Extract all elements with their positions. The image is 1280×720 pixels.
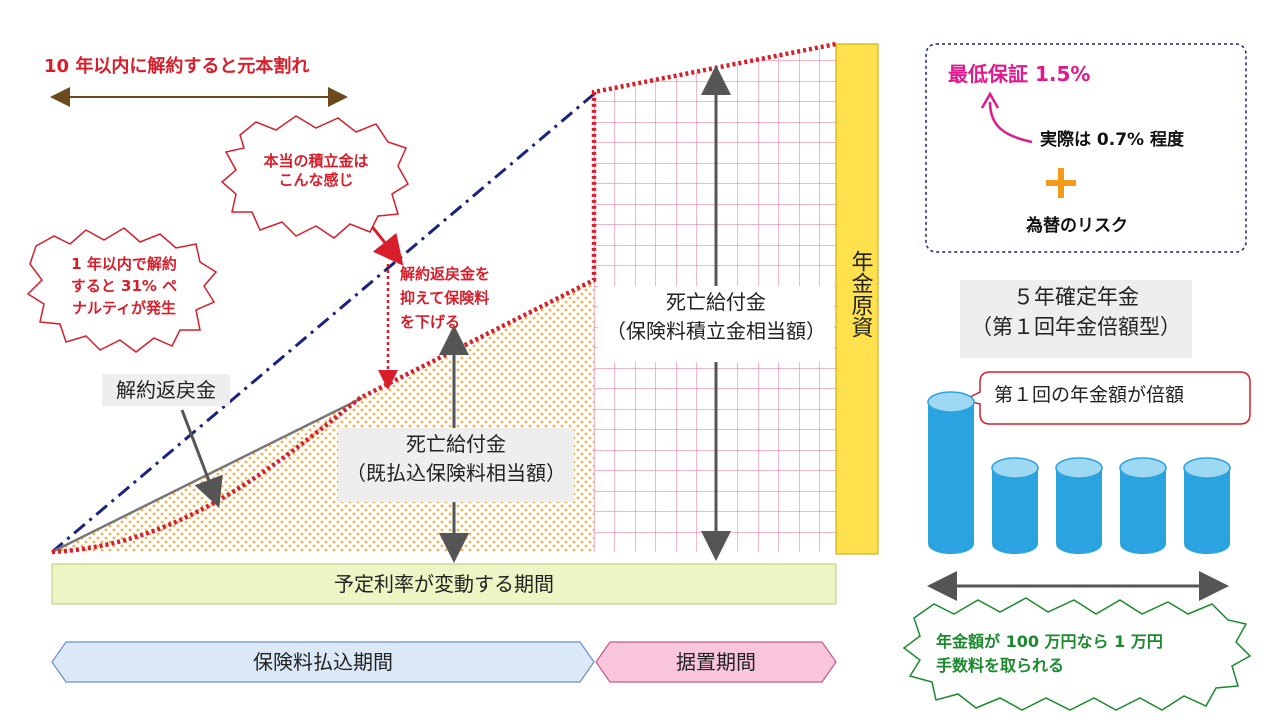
ten-year-note: 10 年以内に解約すると元本割れ bbox=[44, 56, 310, 77]
guarantee-curve-arrow bbox=[988, 101, 1033, 144]
deferment-period-bar bbox=[595, 641, 837, 683]
annuity-cylinder-2 bbox=[991, 457, 1039, 554]
first-annuity-cylinder bbox=[927, 391, 975, 554]
death-benefit-accum-label: 死亡給付金 （保険料積立金相当額） bbox=[598, 286, 834, 362]
penalty-bubble bbox=[26, 227, 218, 353]
actual-value-line bbox=[51, 41, 837, 555]
actual-rate-text: 実際は 0.7% 程度 bbox=[1040, 130, 1184, 150]
suppress-note: 解約返戻金を 抑えて保険料 を下げる bbox=[400, 262, 490, 334]
true-savings-bubble-text: 本当の積立金は こんな感じ bbox=[246, 152, 386, 190]
guarantee-box bbox=[925, 43, 1247, 253]
true-savings-bubble bbox=[220, 115, 410, 239]
pension-fund-label: 年金原資 bbox=[847, 250, 873, 338]
fee-note-bubble bbox=[902, 597, 1252, 711]
annuity-title-line-2: （第１回年金倍額型） bbox=[971, 315, 1181, 340]
double-payment-callout-text: 第１回の年金額が倍額 bbox=[994, 384, 1185, 406]
death-benefit-paid-title: 死亡給付金 bbox=[406, 432, 506, 456]
suppress-line-3: を下げる bbox=[400, 313, 461, 331]
min-guarantee-text: 最低保証 1.5% bbox=[948, 62, 1091, 86]
annuity-cylinder-5 bbox=[1183, 457, 1231, 554]
annuity-title: ５年確定年金 （第１回年金倍額型） bbox=[960, 280, 1192, 358]
penalty-line-2: すると 31% ペ bbox=[70, 276, 178, 295]
variable-rate-label: 予定利率が変動する期間 bbox=[334, 572, 554, 596]
death-benefit-accum-sub: （保険料積立金相当額） bbox=[606, 319, 826, 343]
double-payment-callout bbox=[961, 371, 1251, 425]
deferment-period-label: 据置期間 bbox=[676, 650, 756, 674]
premium-period-label: 保険料払込期間 bbox=[253, 650, 393, 674]
variable-rate-bar bbox=[51, 563, 837, 605]
surrender-pointer-arrow bbox=[180, 409, 223, 509]
pension-fund-bar bbox=[835, 43, 879, 555]
fx-risk-text: 為替のリスク bbox=[1026, 216, 1128, 236]
plus-icon bbox=[1046, 168, 1076, 198]
death-benefit-paid-label: 死亡給付金 （既払込保険料相当額） bbox=[338, 428, 574, 502]
death-benefit-paid-sub: （既払込保険料相当額） bbox=[346, 461, 566, 485]
true-savings-line-1: 本当の積立金は bbox=[263, 152, 369, 170]
annuity-cylinder-3 bbox=[1055, 457, 1103, 554]
death-benefit-accum-title: 死亡給付金 bbox=[666, 290, 766, 314]
fee-note-line-2: 手数料を取られる bbox=[936, 656, 1065, 675]
true-savings-line bbox=[51, 92, 595, 554]
fee-note-text: 年金額が 100 万円なら 1 万円 手数料を取られる bbox=[936, 630, 1163, 678]
premium-period-bar bbox=[51, 641, 595, 683]
penalty-bubble-text: 1 年以内で解約 すると 31% ペ ナルティが発生 bbox=[54, 254, 194, 319]
suppress-line-1: 解約返戻金を bbox=[400, 265, 491, 283]
penalty-line-1: 1 年以内で解約 bbox=[71, 255, 177, 273]
annuity-cylinder-4 bbox=[1119, 457, 1167, 554]
true-savings-line-2: こんな感じ bbox=[278, 170, 354, 189]
fee-note-line-1: 年金額が 100 万円なら 1 万円 bbox=[936, 632, 1163, 651]
suppress-line-2: 抑えて保険料 bbox=[400, 289, 490, 307]
true-savings-pointer-arrow bbox=[368, 223, 404, 266]
annuity-title-line-1: ５年確定年金 bbox=[1013, 285, 1139, 309]
surrender-value-label: 解約返戻金 bbox=[102, 374, 230, 406]
penalty-line-3: ナルティが発生 bbox=[71, 298, 177, 317]
